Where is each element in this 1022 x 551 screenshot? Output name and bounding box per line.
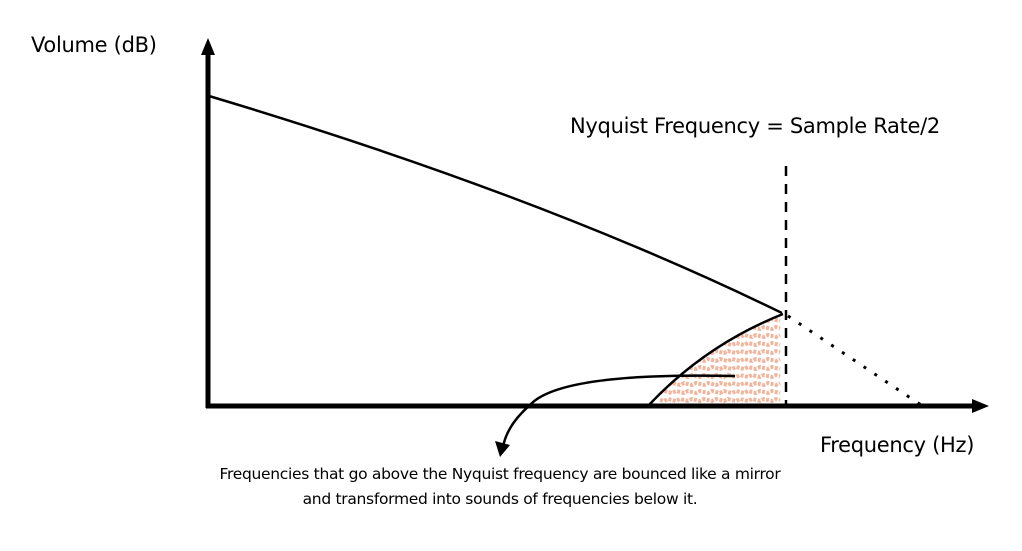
caption-line-2: and transformed into sounds of frequenci… xyxy=(302,490,698,508)
nyquist-frequency-label: Nyquist Frequency = Sample Rate/2 xyxy=(570,114,940,138)
above-nyquist-dotted-curve xyxy=(787,314,922,407)
original-spectrum-curve xyxy=(208,94,783,315)
x-axis-label: Frequency (Hz) xyxy=(820,433,975,457)
hatch-stroke xyxy=(659,348,781,356)
hatch-stroke xyxy=(659,324,781,332)
hatch-stroke xyxy=(660,332,781,340)
hatch-stroke xyxy=(659,396,781,404)
aliased-region-hatch xyxy=(659,316,781,404)
caption-line-1: Frequencies that go above the Nyquist fr… xyxy=(219,465,781,483)
caption: Frequencies that go above the Nyquist fr… xyxy=(100,462,900,512)
hatch-stroke xyxy=(659,388,781,396)
aliased-spectrum-curve xyxy=(647,312,784,407)
callout-arrowhead xyxy=(495,441,510,457)
hatch-stroke xyxy=(659,316,781,324)
y-axis-arrowhead xyxy=(201,38,215,55)
hatch-stroke xyxy=(659,364,781,372)
x-axis-arrowhead xyxy=(972,399,989,413)
callout-arrow-curve xyxy=(501,374,736,448)
hatch-stroke xyxy=(660,356,781,364)
hatch-stroke xyxy=(660,380,781,388)
y-axis-label: Volume (dB) xyxy=(31,33,157,57)
